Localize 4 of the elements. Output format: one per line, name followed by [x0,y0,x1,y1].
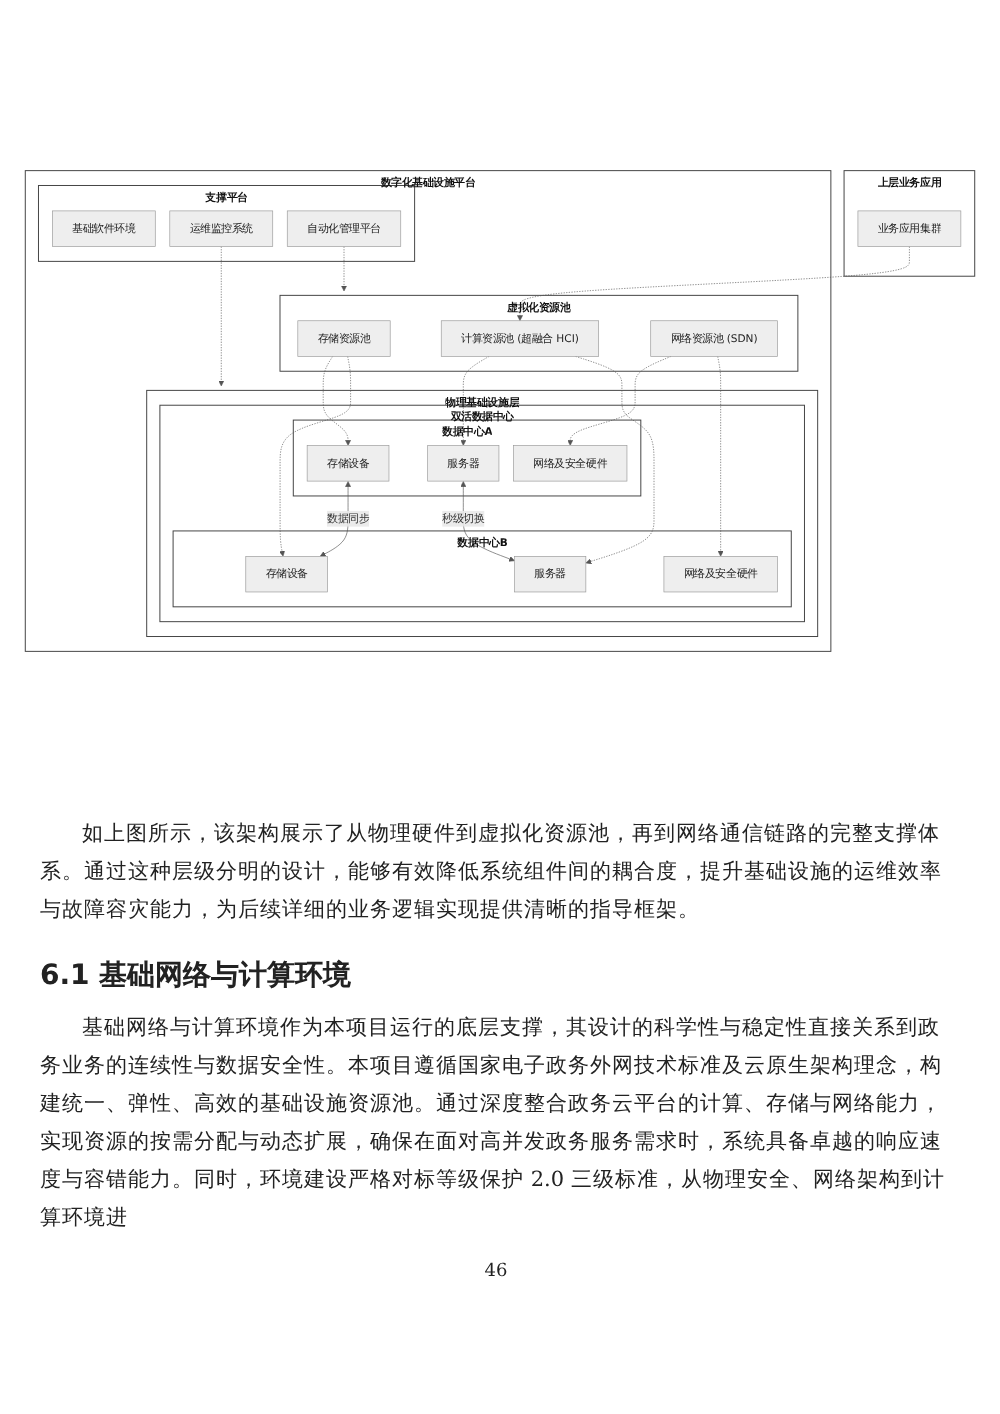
body-paragraph: 基础网络与计算环境作为本项目运行的底层支撑，其设计的科学性与稳定性直接关系到政务业务的连续性与数据安全性。本项目遵循国家电子政务外网技术标准及云原生架构理念，构建统一、弹性、高效的基础设施资源池。通过深度整合政务云平台的计算、存储与网络能力，实现资源的按需分配与动态扩展，确保在面对高并发政务服务需求时，系统具备卓越的响应速度与容错能力。同时，环境建设严格对标等级保护 2.0 三级标准，从物理安全、网络架构到计算环境进 [40,1014,947,1234]
body-paragraph: 如上图所示，该架构展示了从物理硬件到虚拟化资源池，再到网络通信链路的完整支撑体系。通过这种层级分明的设计，能够有效降低系统组件间的耦合度，提升基础设施的运维效率与故障容灾能力，为后续详细的业务逻辑实现提供清晰的指导框架。 [40,820,944,926]
page-number: 46 [482,1262,510,1282]
section-heading: 6.1 基础网络与计算环境 [40,958,354,994]
